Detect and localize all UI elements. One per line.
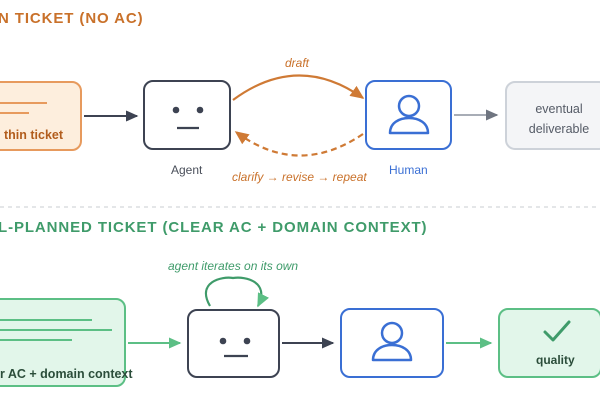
thin-ticket-label: thin ticket: [4, 128, 64, 142]
ticket-lines-icon-2: [0, 319, 112, 341]
deliverable-label: eventual deliverable: [507, 99, 600, 139]
agent-box: [143, 80, 231, 150]
section-heading-thin-ticket: N TICKET (NO AC): [0, 10, 144, 27]
deliverable-line-2: deliverable: [528, 122, 590, 136]
arrow-draft: [232, 74, 365, 101]
deliverable-line-1: eventual: [535, 102, 583, 116]
agent-box-2: [187, 309, 280, 378]
arrow-clarify-loop: [234, 131, 364, 157]
quality-box: quality: [498, 308, 600, 378]
draft-label: draft: [285, 56, 310, 70]
well-planned-ticket-box: r AC + domain context: [0, 298, 133, 387]
person-icon: [388, 94, 430, 135]
ticket-lines-icon: [0, 102, 47, 114]
thin-ticket-box: thin ticket: [0, 81, 82, 151]
human-box-2: [340, 308, 444, 378]
robot-face-icon-2: [219, 337, 251, 358]
agent-iterates-label: agent iterates on its own: [168, 259, 299, 273]
agent-label: Agent: [171, 163, 203, 177]
person-icon-2: [371, 321, 413, 362]
eventual-deliverable-box: eventual deliverable: [505, 81, 600, 150]
checkmark-icon: [543, 320, 571, 342]
human-box: [365, 80, 452, 150]
section-heading-well-planned-ticket: L-PLANNED TICKET (CLEAR AC + DOMAIN CONT…: [0, 219, 428, 236]
arrow-self-iterate: [204, 276, 270, 308]
quality-label: quality: [536, 353, 575, 367]
planned-ticket-label: r AC + domain context: [0, 367, 133, 381]
robot-face-icon: [172, 106, 204, 130]
clarify-loop-label: clarify → revise → repeat: [232, 170, 367, 184]
human-label: Human: [389, 163, 428, 177]
